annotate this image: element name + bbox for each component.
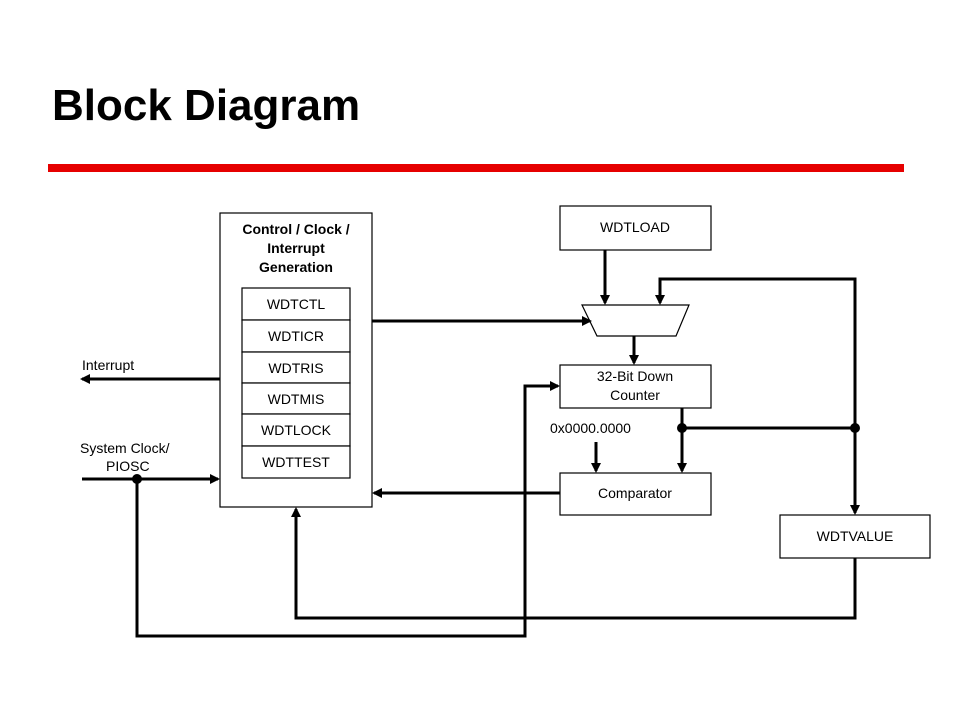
system-clock-label-line-1: System Clock/ xyxy=(80,440,170,456)
title-divider xyxy=(48,164,904,172)
control-block-title-line-3: Generation xyxy=(259,259,333,275)
system-clock-label-line-2: PIOSC xyxy=(106,458,150,474)
multiplexer xyxy=(581,304,690,337)
wdtvalue-block: WDTVALUE xyxy=(779,514,931,559)
down-counter-label-line-2: Counter xyxy=(610,387,660,403)
register-wdtctl-box xyxy=(241,287,351,321)
counter-junction-dot xyxy=(677,423,687,433)
clock-to-counter-wire xyxy=(135,381,560,638)
register-wdtctl-label: WDTCTL xyxy=(267,296,326,312)
down-counter-block: 32-Bit Down Counter xyxy=(559,364,712,409)
register-wdtris-box xyxy=(241,351,351,384)
clock-junction-dot xyxy=(132,474,142,484)
register-wdticr-label: WDTICR xyxy=(268,328,324,344)
comparator-label: Comparator xyxy=(598,485,672,501)
comparator-frame xyxy=(559,472,712,516)
wdtvalue-label: WDTVALUE xyxy=(817,528,894,544)
register-wdtlock-box xyxy=(241,413,351,447)
counter-feedback-to-mux-arrow xyxy=(655,277,857,428)
register-wdttest-box xyxy=(241,445,351,479)
wdtvalue-to-control-arrow xyxy=(291,507,857,620)
slide-title: Block Diagram xyxy=(52,81,361,130)
control-clock-interrupt-block: Control / Clock / Interrupt Generation W… xyxy=(219,212,373,508)
wdtload-block: WDTLOAD xyxy=(559,205,712,251)
wdtload-frame xyxy=(559,205,712,251)
down-counter-label-line-1: 32-Bit Down xyxy=(597,368,673,384)
control-block-title-line-2: Interrupt xyxy=(267,240,325,256)
counter-to-wdtvalue-arrow xyxy=(680,408,860,515)
control-block-title-line-1: Control / Clock / xyxy=(242,221,349,237)
down-counter-frame xyxy=(559,364,712,409)
register-wdtmis-label: WDTMIS xyxy=(268,391,325,407)
register-wdtlock-label: WDTLOCK xyxy=(261,422,332,438)
interrupt-label: Interrupt xyxy=(82,357,134,373)
comparator-block: Comparator xyxy=(559,472,712,516)
feedback-junction-dot xyxy=(850,423,860,433)
register-wdttest-label: WDTTEST xyxy=(262,454,330,470)
register-wdtris-label: WDTRIS xyxy=(268,360,323,376)
wdtvalue-frame xyxy=(779,514,931,559)
zero-constant-label: 0x0000.0000 xyxy=(550,420,631,436)
register-wdticr-box xyxy=(241,319,351,353)
wdtload-label: WDTLOAD xyxy=(600,219,670,235)
